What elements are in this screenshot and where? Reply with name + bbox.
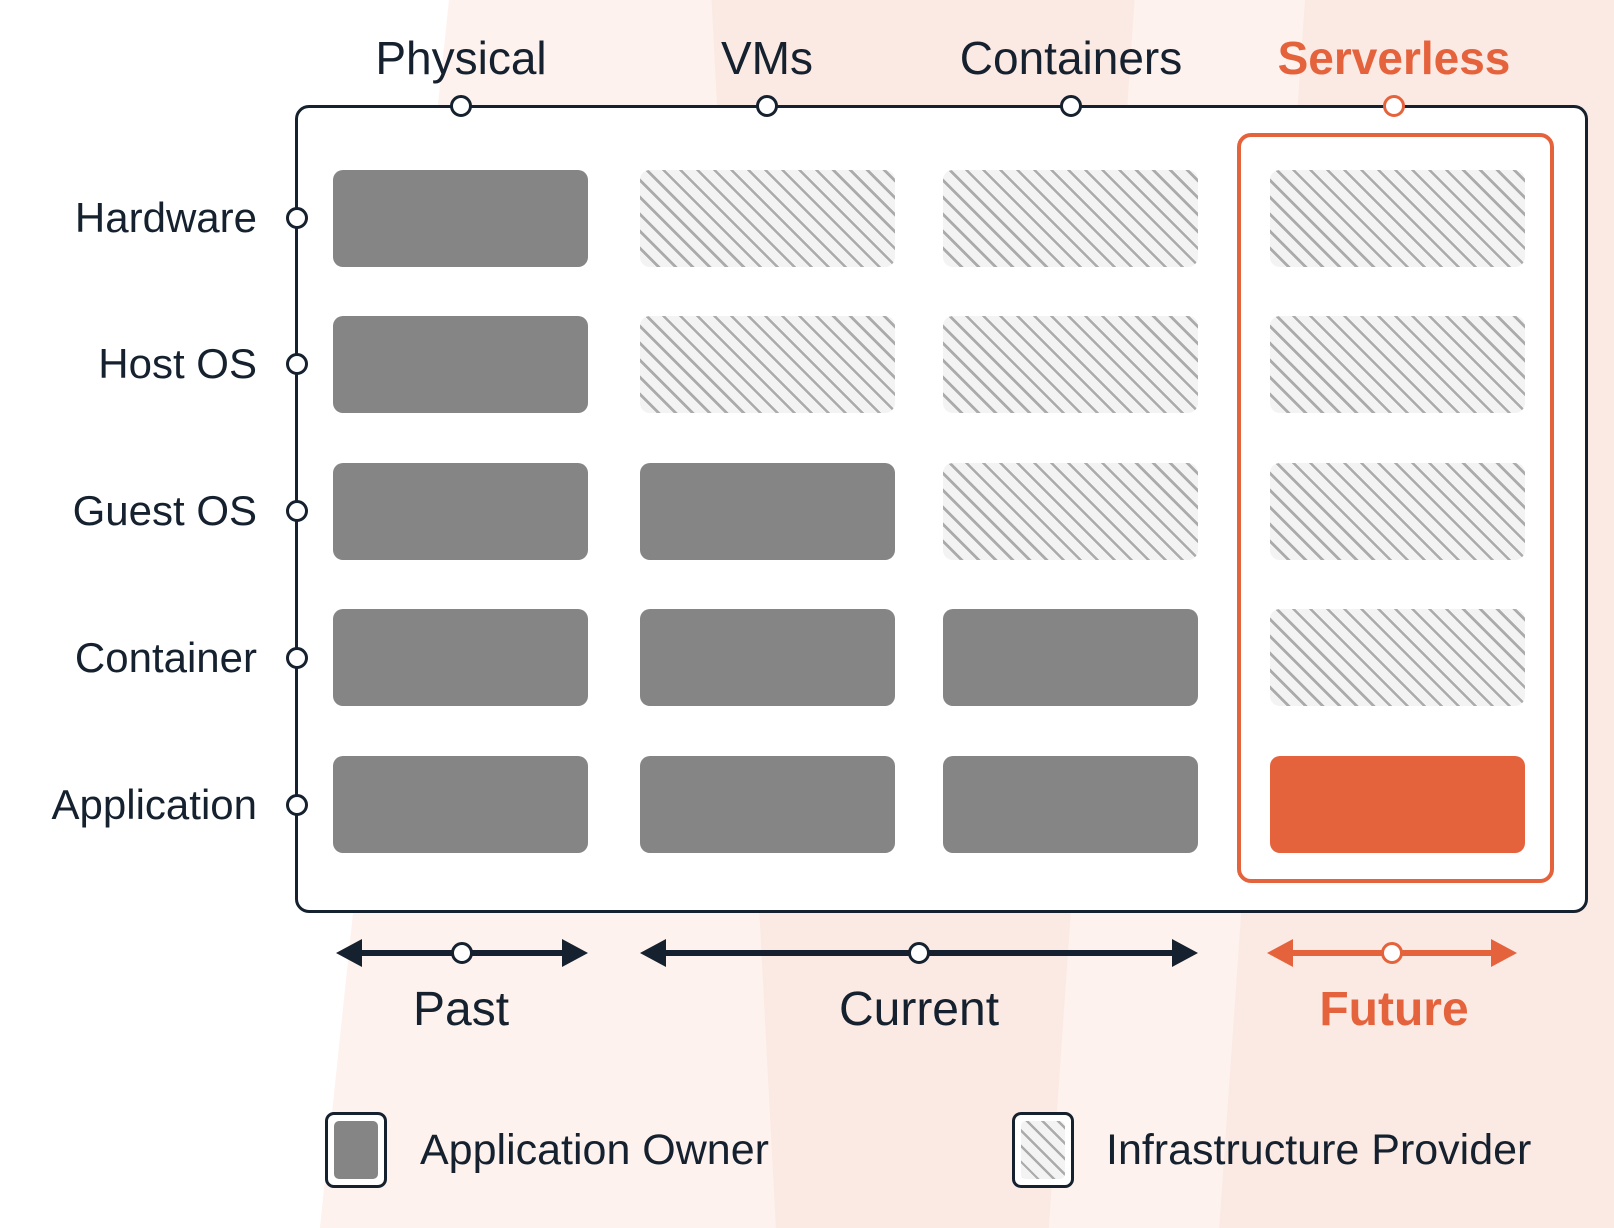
row-connector-hardware (286, 207, 308, 229)
era-label-future: Future (1319, 983, 1469, 1036)
row-label-host-os: Host OS (98, 340, 257, 387)
current-arrow (640, 937, 1198, 969)
block-host-os-vms (640, 316, 895, 413)
block-application-physical (333, 756, 588, 853)
row-connector-application (286, 794, 308, 816)
column-header-vms: VMs (721, 32, 813, 84)
column-connector-containers (1060, 95, 1082, 117)
row-label-hardware: Hardware (74, 194, 257, 241)
past-arrow-node (451, 942, 473, 964)
column-connector-vms (756, 95, 778, 117)
column-header-serverless: Serverless (1277, 32, 1511, 84)
block-application-serverless (1270, 756, 1525, 853)
block-application-containers (943, 756, 1198, 853)
legend-label-infrastructure-provider: Infrastructure Provider (1106, 1126, 1532, 1174)
application-owner-swatch-fill (334, 1121, 378, 1179)
past-arrowhead-right (562, 939, 588, 967)
block-application-vms (640, 756, 895, 853)
block-container-serverless (1270, 609, 1525, 706)
column-connector-physical (450, 95, 472, 117)
block-container-physical (333, 609, 588, 706)
block-host-os-serverless (1270, 316, 1525, 413)
row-label-container: Container (74, 634, 257, 681)
block-hardware-serverless (1270, 170, 1525, 267)
row-connector-host-os (286, 353, 308, 375)
block-host-os-containers (943, 316, 1198, 413)
column-connector-serverless (1383, 95, 1405, 117)
current-arrowhead-right (1172, 939, 1198, 967)
current-arrowhead-left (640, 939, 666, 967)
row-label-application: Application (51, 781, 257, 828)
block-guest-os-physical (333, 463, 588, 560)
block-hardware-containers (943, 170, 1198, 267)
block-hardware-physical (333, 170, 588, 267)
legend-swatch-infrastructure-provider (1012, 1112, 1074, 1188)
future-arrowhead-right (1491, 939, 1517, 967)
legend-swatch-application-owner (325, 1112, 387, 1188)
block-guest-os-vms (640, 463, 895, 560)
legend-label-application-owner: Application Owner (420, 1126, 769, 1174)
serverless-highlight-frame (1237, 133, 1554, 883)
future-arrow-node (1381, 942, 1403, 964)
column-header-containers: Containers (959, 32, 1183, 84)
block-guest-os-containers (943, 463, 1198, 560)
future-arrowhead-left (1267, 939, 1293, 967)
block-guest-os-serverless (1270, 463, 1525, 560)
block-hardware-vms (640, 170, 895, 267)
block-container-containers (943, 609, 1198, 706)
column-header-physical: Physical (375, 32, 547, 84)
era-label-current: Current (838, 983, 1000, 1036)
block-host-os-physical (333, 316, 588, 413)
future-arrow (1267, 937, 1517, 969)
current-arrow-node (908, 942, 930, 964)
row-label-guest-os: Guest OS (72, 487, 257, 534)
block-container-vms (640, 609, 895, 706)
row-connector-guest-os (286, 500, 308, 522)
row-connector-container (286, 647, 308, 669)
era-label-past: Past (412, 983, 510, 1036)
past-arrowhead-left (336, 939, 362, 967)
infrastructure-provider-swatch-fill (1021, 1121, 1065, 1179)
past-arrow (336, 937, 588, 969)
